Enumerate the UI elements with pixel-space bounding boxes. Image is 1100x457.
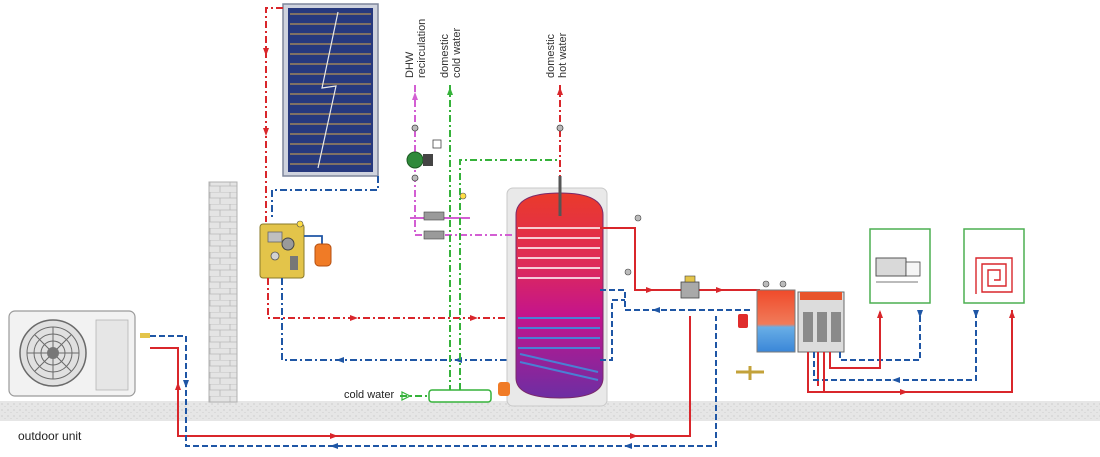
flow-arrow-blue bbox=[336, 357, 344, 363]
dhw-recirculation-line1: DHW bbox=[404, 51, 416, 78]
circulation-pump-icon bbox=[406, 124, 442, 182]
domestic-hot-water-label: domestic hot water bbox=[545, 33, 569, 78]
hydraulic-module-icon bbox=[736, 280, 796, 380]
flow-arrow-red bbox=[175, 382, 181, 390]
expansion-vessel-icon bbox=[296, 220, 332, 267]
solar-flow-arrow bbox=[263, 128, 269, 136]
flow-arrow-red bbox=[470, 315, 478, 321]
flow-arrow-blue bbox=[652, 307, 660, 313]
outdoor-unit-label: outdoor unit bbox=[18, 429, 82, 443]
tank-hydronic-pipes bbox=[600, 227, 760, 361]
flow-arrow-blue bbox=[892, 377, 900, 383]
flow-arrow-red bbox=[1009, 310, 1015, 318]
cold-water-label: cold water bbox=[344, 389, 395, 401]
solar-to-tank-pipes bbox=[267, 278, 512, 361]
solar-pump-station-icon bbox=[259, 223, 305, 279]
three-way-valve-icon bbox=[624, 214, 700, 299]
flow-arrow-red bbox=[716, 287, 724, 293]
flow-arrow-blue bbox=[330, 443, 338, 449]
gauge-icon bbox=[556, 124, 564, 132]
flow-arrow-red bbox=[646, 287, 654, 293]
solar-loop-pipes bbox=[265, 7, 379, 222]
dhw-recirculation-line2: recirculation bbox=[416, 18, 428, 78]
domestic-cold-water-label: domestic cold water bbox=[439, 28, 463, 78]
dcw-arrow bbox=[447, 87, 453, 95]
solar-flow-arrow bbox=[263, 48, 269, 56]
flow-arrow-red bbox=[350, 315, 358, 321]
domestic-hot-water-line2: hot water bbox=[557, 32, 569, 78]
domestic-cold-water-line2: cold water bbox=[451, 27, 463, 78]
ground-strip bbox=[0, 401, 1100, 421]
domestic-hot-water-line1: domestic bbox=[545, 33, 557, 78]
flow-arrow-blue bbox=[917, 310, 923, 318]
cold-water-inlet-arrow bbox=[401, 391, 412, 401]
flow-arrow-blue bbox=[183, 380, 189, 388]
flow-arrow-blue bbox=[973, 310, 979, 318]
radiator-room-icon bbox=[869, 228, 931, 304]
heat-pump-loop-pipes bbox=[150, 316, 717, 447]
dhw-out-arrow bbox=[557, 87, 563, 95]
underfloor-heating-room-icon bbox=[963, 228, 1025, 304]
distribution-manifold-icon bbox=[797, 291, 845, 353]
domestic-cold-water-line1: domestic bbox=[439, 33, 451, 78]
flow-arrow-red bbox=[900, 389, 908, 395]
brick-wall-icon bbox=[208, 181, 238, 403]
recirc-arrow bbox=[412, 92, 418, 100]
flow-arrow-red bbox=[877, 310, 883, 318]
flow-arrow-red bbox=[630, 433, 638, 439]
flow-arrow-blue bbox=[624, 443, 632, 449]
storage-tank-icon bbox=[506, 176, 608, 407]
heat-pump-outdoor-unit-icon bbox=[8, 310, 150, 397]
solar-collector-icon bbox=[282, 3, 379, 177]
valve-group-icon bbox=[423, 192, 510, 403]
flow-arrow-red bbox=[330, 433, 338, 439]
dhw-recirculation-label: DHW recirculation bbox=[404, 19, 428, 78]
